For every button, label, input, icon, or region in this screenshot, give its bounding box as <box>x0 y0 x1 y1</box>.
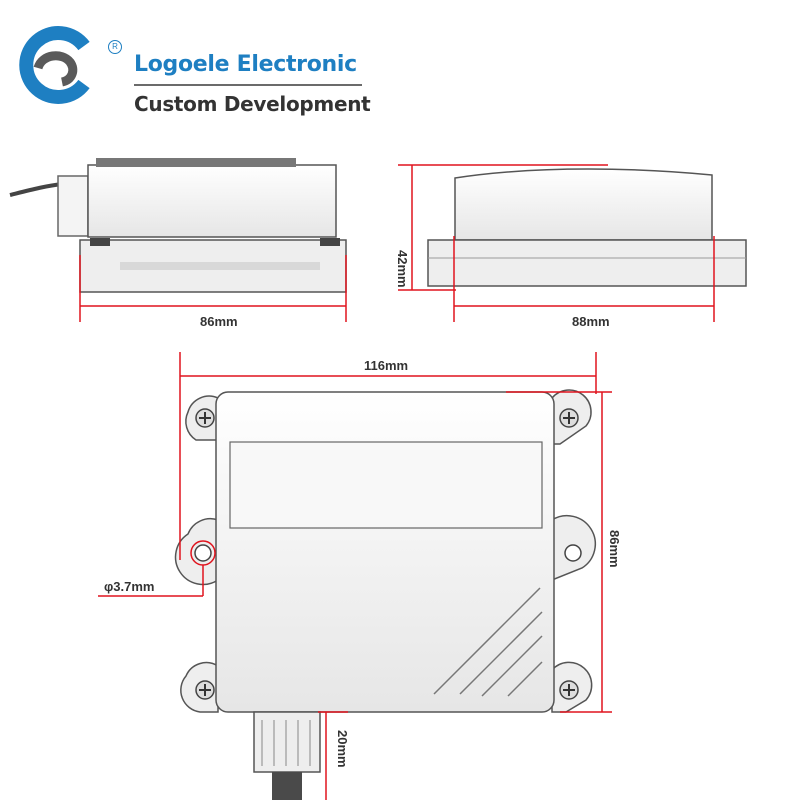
side-view-cover <box>87 164 337 238</box>
gland-length-label: 20mm <box>335 730 350 768</box>
screw-icon <box>559 408 579 428</box>
side-width-label: 86mm <box>200 314 238 329</box>
side-view-top-edge <box>96 158 296 167</box>
top-depth-label: 86mm <box>607 530 622 568</box>
height-label: 42mm <box>395 250 410 288</box>
front-view-base <box>427 239 747 287</box>
registered-mark: R <box>108 40 122 54</box>
screw-icon <box>195 408 215 428</box>
front-view: 42mm 88mm <box>395 164 747 329</box>
side-view: 86mm <box>9 158 347 329</box>
top-view-gland-ribs <box>261 720 311 766</box>
screw-icon <box>195 680 215 700</box>
top-width-label: 116mm <box>364 358 408 373</box>
front-view-cover <box>454 168 713 241</box>
side-view-cable-gland <box>57 175 89 237</box>
top-view-display-window <box>229 441 543 529</box>
hole-diameter-label: φ3.7mm <box>104 579 155 594</box>
top-view-grooves <box>433 587 543 697</box>
company-tagline: Custom Development <box>134 92 371 116</box>
front-width-label: 88mm <box>572 314 610 329</box>
side-view-cable <box>9 182 63 197</box>
side-view-foot-left <box>90 238 110 246</box>
company-name: Logoele Electronic <box>134 52 357 77</box>
top-view-cable-gland <box>253 711 321 773</box>
brand-header: R Logoele Electronic Custom Development <box>18 18 378 116</box>
top-view-enclosure <box>215 391 555 713</box>
top-view-cable <box>272 772 302 800</box>
logoele-logo-icon <box>19 26 90 104</box>
mounting-hole-left <box>194 544 212 562</box>
brand-divider <box>134 84 362 86</box>
screw-icon <box>559 680 579 700</box>
top-view: 116mm 86mm φ3.7mm 20mm <box>98 352 622 800</box>
side-view-foot-right <box>320 238 340 246</box>
mounting-hole-right <box>564 544 582 562</box>
side-view-base-groove <box>120 262 320 270</box>
